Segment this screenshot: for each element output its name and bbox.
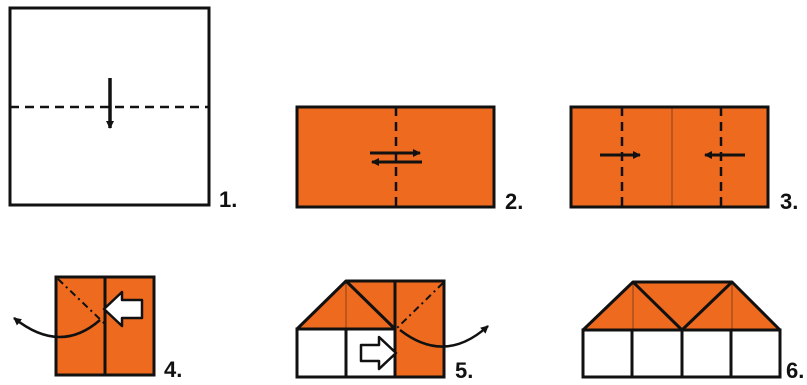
step-label-6: 6. [786,358,804,383]
step-label-4: 4. [164,357,182,382]
step-5: 5. [297,281,488,383]
wall-panel-1 [583,330,632,377]
step-label-2: 2. [505,189,523,214]
step-label-5: 5. [455,358,473,383]
step-3: 3. [571,107,798,214]
wall-panel-2 [632,330,682,377]
wall-panel-3 [682,330,731,377]
left-wall-panel [297,329,346,377]
folded-rectangle [571,107,768,207]
right-flap [395,281,444,377]
step-4: 4. [14,277,182,382]
step-2: 2. [297,107,523,214]
step-6: 6. [583,282,804,383]
step-label-1: 1. [219,187,237,212]
house-roof [583,282,780,330]
wall-panel-4 [731,330,780,377]
step-1: 1. [10,8,237,212]
step-label-3: 3. [780,189,798,214]
